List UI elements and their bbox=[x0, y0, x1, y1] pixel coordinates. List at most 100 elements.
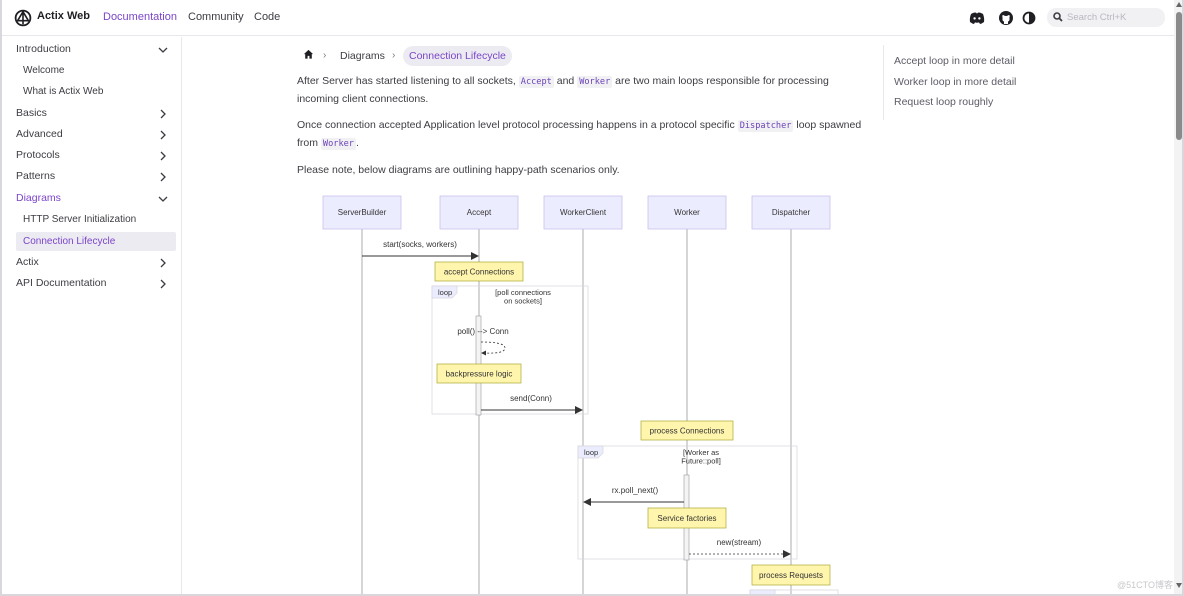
chevron-right-icon bbox=[160, 258, 166, 268]
chevron-right-icon bbox=[160, 151, 166, 161]
top-navbar: Actix Web Documentation Community Code S… bbox=[2, 0, 1182, 36]
brand-title[interactable]: Actix Web bbox=[37, 10, 90, 22]
loop-label: loop bbox=[584, 448, 598, 457]
svg-text:WorkerClient: WorkerClient bbox=[560, 208, 607, 217]
sidebar-item-advanced[interactable]: Advanced bbox=[16, 125, 176, 144]
sidebar-item-patterns[interactable]: Patterns bbox=[16, 167, 176, 186]
sidebar-item-label: Basics bbox=[16, 107, 47, 119]
toc-item-worker-loop[interactable]: Worker loop in more detail bbox=[894, 76, 1017, 88]
sidebar-item-introduction[interactable]: Introduction bbox=[16, 40, 176, 59]
breadcrumb-diagrams[interactable]: Diagrams bbox=[340, 50, 385, 62]
svg-text:on sockets]: on sockets] bbox=[504, 297, 542, 306]
text: After Server has started listening to al… bbox=[297, 75, 516, 87]
note-backpressure-logic: backpressure logic bbox=[436, 363, 522, 384]
sidebar-item-protocols[interactable]: Protocols bbox=[16, 146, 176, 165]
arrow-poll-self bbox=[480, 341, 506, 354]
note-accept-connections: accept Connections bbox=[434, 261, 524, 282]
chevron-down-icon bbox=[158, 196, 168, 202]
intro-paragraph: After Server has started listening to al… bbox=[297, 73, 867, 108]
search-placeholder: Search Ctrl+K bbox=[1067, 12, 1127, 23]
search-box[interactable]: Search Ctrl+K bbox=[1047, 8, 1165, 27]
loop-label: loop bbox=[438, 288, 452, 297]
sidebar-item-what-is-actix-web[interactable]: What is Actix Web bbox=[23, 86, 104, 97]
sidebar-item-api-documentation[interactable]: API Documentation bbox=[16, 274, 176, 293]
text: Once connection accepted Application lev… bbox=[297, 119, 735, 131]
theme-toggle-icon[interactable] bbox=[1021, 10, 1037, 26]
svg-text:Accept: Accept bbox=[467, 208, 492, 217]
inline-code: Worker bbox=[577, 76, 613, 88]
search-icon bbox=[1053, 12, 1063, 22]
inline-code: Accept bbox=[518, 76, 554, 88]
sidebar-item-basics[interactable]: Basics bbox=[16, 104, 176, 123]
inline-code: Dispatcher bbox=[737, 120, 794, 132]
svg-text:accept Connections: accept Connections bbox=[444, 268, 514, 277]
svg-text:[Worker as: [Worker as bbox=[683, 448, 719, 457]
sidebar-item-label: Patterns bbox=[16, 170, 56, 182]
dispatcher-paragraph: Once connection accepted Application lev… bbox=[297, 117, 867, 153]
sidebar-item-label: Introduction bbox=[16, 43, 71, 55]
participant-accept: Accept bbox=[439, 195, 519, 230]
nav-code[interactable]: Code bbox=[254, 11, 281, 23]
github-icon[interactable] bbox=[998, 10, 1014, 26]
sequence-diagram: ServerBuilder Accept WorkerClient Worker… bbox=[322, 195, 839, 594]
watermark: @51CTO博客 bbox=[1117, 580, 1173, 590]
breadcrumb-separator: › bbox=[323, 50, 327, 61]
scroll-down-arrow-icon[interactable] bbox=[1176, 583, 1182, 588]
sidebar-item-label: Advanced bbox=[16, 128, 63, 140]
note-paragraph: Please note, below diagrams are outlinin… bbox=[297, 164, 620, 176]
sidebar-item-connection-lifecycle[interactable]: Connection Lifecycle bbox=[16, 232, 176, 251]
sidebar-item-label: Diagrams bbox=[16, 192, 61, 204]
text: loop spawned from bbox=[297, 119, 862, 149]
note-process-connections: process Connections bbox=[640, 420, 734, 441]
discord-icon[interactable] bbox=[969, 10, 985, 26]
actix-logo-icon[interactable] bbox=[14, 9, 32, 27]
nav-community[interactable]: Community bbox=[188, 11, 244, 23]
sidebar-item-actix[interactable]: Actix bbox=[16, 253, 176, 272]
scrollbar[interactable] bbox=[1174, 0, 1182, 594]
note-process-requests: process Requests bbox=[751, 564, 831, 586]
text: and bbox=[556, 75, 575, 87]
svg-text:Service factories: Service factories bbox=[657, 514, 716, 523]
participant-workerclient: WorkerClient bbox=[543, 195, 623, 230]
arrow-poll-head bbox=[481, 350, 486, 356]
chevron-right-icon bbox=[160, 279, 166, 289]
note-service-factories: Service factories bbox=[647, 507, 727, 529]
message-poll: poll() --> Conn bbox=[457, 327, 508, 336]
loop-block-dispatcher bbox=[749, 589, 839, 594]
svg-text:Worker: Worker bbox=[674, 208, 700, 217]
chevron-right-icon bbox=[160, 130, 166, 140]
text: . bbox=[355, 137, 359, 149]
sidebar-item-diagrams[interactable]: Diagrams bbox=[16, 189, 176, 208]
text: are two main loops responsible for proce… bbox=[297, 75, 829, 105]
svg-text:process Requests: process Requests bbox=[759, 571, 823, 580]
svg-text:backpressure logic: backpressure logic bbox=[446, 370, 513, 379]
scrollbar-thumb[interactable] bbox=[1176, 12, 1182, 140]
sidebar-item-label: Protocols bbox=[16, 149, 60, 161]
table-of-contents: Accept loop in more detail Worker loop i… bbox=[883, 45, 1063, 120]
home-icon[interactable] bbox=[303, 49, 314, 60]
toc-item-accept-loop[interactable]: Accept loop in more detail bbox=[894, 55, 1015, 67]
loop-block-accept: loop [poll connections on sockets] bbox=[431, 285, 589, 415]
svg-text:Dispatcher: Dispatcher bbox=[772, 208, 811, 217]
sidebar-item-label: Actix bbox=[16, 256, 39, 268]
sidebar-item-http-server-initialization[interactable]: HTTP Server Initialization bbox=[23, 214, 137, 225]
toc-item-request-loop[interactable]: Request loop roughly bbox=[894, 96, 994, 108]
chevron-down-icon bbox=[158, 47, 168, 53]
inline-code: Worker bbox=[320, 138, 356, 150]
sidebar-item-welcome[interactable]: Welcome bbox=[23, 65, 65, 76]
breadcrumb-current: Connection Lifecycle bbox=[403, 46, 512, 66]
svg-text:Future::poll]: Future::poll] bbox=[681, 457, 721, 466]
message-start: start(socks, workers) bbox=[383, 240, 457, 249]
loop-label-box bbox=[749, 589, 776, 594]
chevron-right-icon bbox=[160, 172, 166, 182]
svg-text:[poll connections: [poll connections bbox=[495, 288, 551, 297]
participant-dispatcher: Dispatcher bbox=[751, 195, 831, 230]
nav-documentation[interactable]: Documentation bbox=[103, 11, 177, 23]
sidebar: Introduction Welcome What is Actix Web B… bbox=[2, 37, 182, 594]
message-send: send(Conn) bbox=[510, 394, 552, 403]
svg-text:ServerBuilder: ServerBuilder bbox=[338, 208, 387, 217]
scroll-up-arrow-icon[interactable] bbox=[1176, 2, 1182, 7]
chevron-right-icon bbox=[160, 109, 166, 119]
message-new-stream: new(stream) bbox=[717, 538, 762, 547]
participant-worker: Worker bbox=[647, 195, 727, 230]
